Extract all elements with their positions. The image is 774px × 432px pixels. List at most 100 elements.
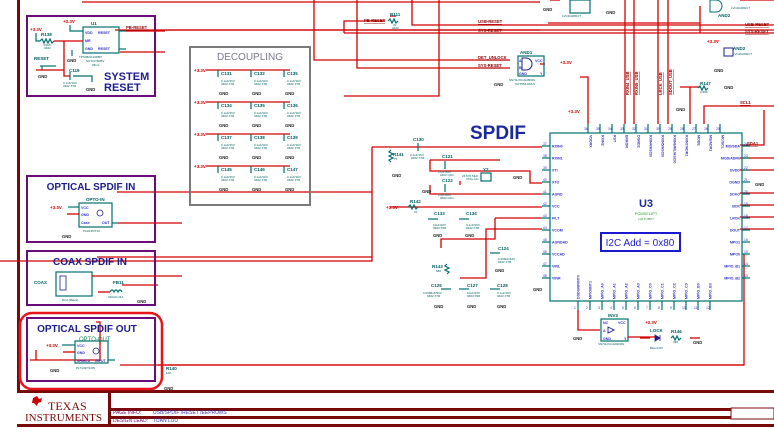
u3-pin-name: ERROR [625, 135, 629, 148]
u3-dgnd-gnd: GND [755, 182, 764, 187]
reset-switch-label: RESET [34, 56, 49, 61]
and1-pkg: SOT553-DRL5 [515, 82, 535, 86]
lock-led-ref: LOCK [650, 328, 663, 333]
u3-pin-number: 37 [543, 142, 547, 146]
r142-val: 10 [414, 210, 418, 214]
c134-ref: C134 [466, 211, 477, 216]
optical-in-box [26, 175, 156, 243]
and-top-gnd-2: GND [606, 10, 615, 15]
decap-ref: C139 [287, 135, 298, 140]
decap-gnd: GND [219, 91, 228, 96]
decap-pkg: 0402 X7R [221, 82, 235, 86]
decap-ref: C137 [221, 135, 232, 140]
u3-pin-name: MS/ADR1 [709, 135, 713, 151]
decap-ref: C136 [287, 103, 298, 108]
u3-pin-name: DVDD [730, 169, 741, 173]
and2b-power: +3.3V [707, 39, 719, 44]
system-reset-box [26, 15, 156, 97]
decap-val: 0.1uF/16V [221, 111, 235, 115]
and-gate-icon [521, 57, 533, 71]
decap-ref: C132 [254, 71, 265, 76]
decap-gnd: GND [252, 91, 261, 96]
u3-pin-name: MPIO_B1 [724, 265, 740, 269]
titleblock-row-line-1 [111, 408, 731, 411]
inv2-body [600, 318, 629, 342]
decap-gnd: GND [219, 155, 228, 160]
inv2-part: SN74LVC1G04DRL [598, 342, 625, 346]
highlight-annotation [18, 311, 164, 391]
r111-pkg: 0402 [392, 26, 399, 30]
decap-gnd: GND [285, 155, 294, 160]
r146-val: 390 [673, 340, 678, 344]
coax-in-title: COAX SPDIF IN [53, 257, 127, 268]
u3-pin-number: 11 [694, 306, 698, 310]
and2b-part: LVC2G08DCT [733, 52, 752, 56]
u3-pin-number: 22 [744, 166, 748, 170]
c119-gnd: GND [86, 87, 95, 92]
ti-logo-icon [32, 396, 42, 406]
u3-pin-number: 28 [680, 127, 684, 131]
u1-pkg: SOT23-5DBV [86, 59, 104, 63]
opto-in-power: +3.3V [50, 205, 62, 210]
c130-pkg: 0402 X7R [411, 156, 425, 160]
inv2-pin-a: A [603, 329, 606, 333]
u3-pin-number: 45 [543, 238, 547, 242]
c121-ref: C121 [442, 154, 453, 159]
opto-out-gnd: GND [50, 368, 59, 373]
c127-ref: C127 [467, 283, 478, 288]
u3-pin-name: VINR [552, 277, 561, 281]
and1-power: +3.3V [560, 60, 572, 65]
net-wires [0, 0, 774, 366]
led-icon [654, 334, 661, 342]
and1-ref: AND1 [520, 50, 533, 55]
opto-in-pin-case: Case [81, 221, 90, 225]
decap-ref: C146 [254, 167, 265, 172]
i2c-address-note: I2C Add = 0x80 [606, 238, 675, 249]
u3-pin-name: RXIN7/ADR1 [685, 135, 689, 156]
u3-pin-name: RXIN6/ML/ASCI0 [673, 135, 677, 163]
u3-pin-name: LRCK [730, 217, 740, 221]
u3-pin-name: BCK [732, 205, 740, 209]
decap-gnd: GND [219, 187, 228, 192]
r147-gnd: GND [724, 85, 733, 90]
spdif-title: SPDIF [470, 123, 526, 144]
and1-pin-vcc: VCC [535, 59, 543, 63]
optical-spdif-in-section: OPTICAL SPDIF IN OPTO-IN VCC GND Case OU… [26, 175, 182, 243]
and1-body [517, 55, 545, 77]
decap-pkg: 0402 X7R [254, 146, 268, 150]
u3-pin-number: 15 [744, 250, 748, 254]
net-label-usb-reset: USB-RESET [478, 19, 503, 24]
decap-row-power: +3.3V [194, 132, 206, 137]
decap-gnd: GND [219, 123, 228, 128]
u3-pin-name: XTO [552, 181, 560, 185]
decap-val: 0.1uF/16V [287, 143, 301, 147]
c124-val: 0.068uF/16V [498, 257, 515, 261]
title-block: TEXAS INSTRUMENTS PAGE INFO: USB/SPDIF /… [25, 396, 227, 424]
u3-pin-number: 29 [668, 127, 672, 131]
u3-pin-number: 1 [574, 306, 576, 310]
decap-val: 0.1uF/16V [221, 175, 235, 179]
coax-in-box [26, 250, 156, 306]
u3-pin-number: 23 [744, 154, 748, 158]
u3-pin-name: DSDGNF/INT0 [577, 275, 581, 299]
i2c-address-box [600, 232, 681, 252]
u3-pin-name: RXIN4/ASCI0 [649, 135, 653, 157]
u3-pin-number: 3 [598, 306, 600, 310]
u3-pin-number: 48 [543, 274, 547, 278]
and1-pin-gnd: GND [519, 72, 527, 76]
u3-pin-number: 10 [682, 306, 686, 310]
fb11-ref: FB11 [113, 280, 124, 285]
system-reset-title-1: SYSTEM [104, 71, 149, 83]
opto-in-pin-vcc: VCC [81, 206, 89, 210]
u3-pin-name: MPIO_B2 [724, 277, 740, 281]
decap-pkg: 0402 X7R [254, 178, 268, 182]
u3-pin-name: VCC [552, 205, 560, 209]
decap-val: 0.1uF/16V [287, 111, 301, 115]
u3-pin-name: MPO1 [730, 241, 740, 245]
r147-resistor-icon [697, 84, 709, 92]
fb11-ferrite-icon [109, 289, 123, 294]
u3-pin-number: 13 [744, 274, 748, 278]
c119-pkg: 0402 X7R [63, 84, 77, 88]
optical-in-title: OPTICAL SPDIF IN [47, 182, 136, 193]
